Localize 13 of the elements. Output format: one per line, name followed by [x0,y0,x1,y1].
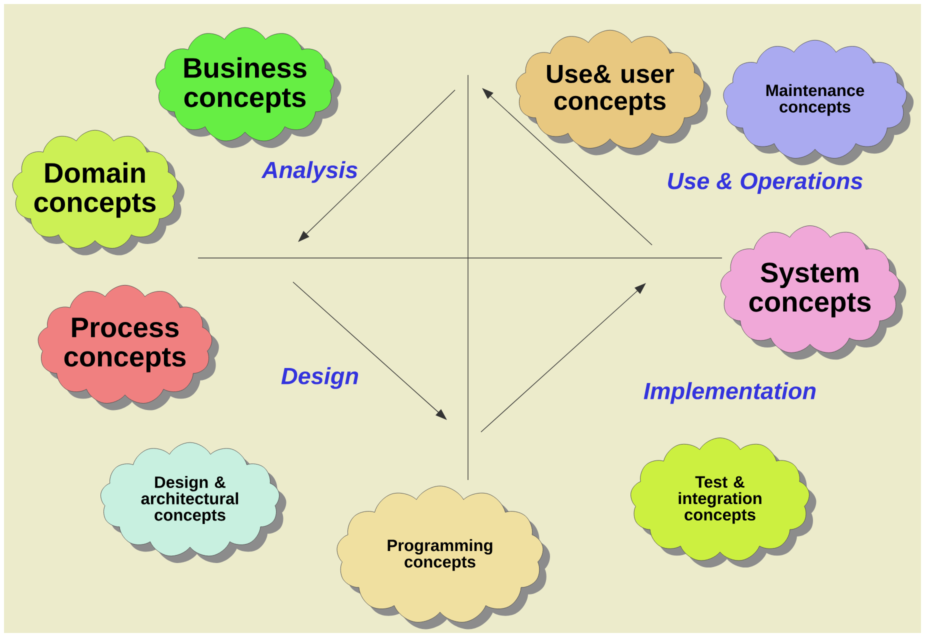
cloud: Use& user concepts [516,30,711,156]
cloud: Test & integration concepts [630,438,816,568]
cloud: Business concepts [156,27,342,148]
cloud: Domain concepts [12,130,184,256]
phase-label: Implementation [644,382,816,404]
phase-label: Design [281,367,358,389]
cloud: System concepts [720,225,906,360]
phase-label: Use & Operations [668,172,862,194]
cloud: Process concepts [38,284,219,410]
cloud: Programming concepts [336,486,550,630]
phase-label: Analysis [261,161,358,183]
cloud: Maintenance concepts [723,40,914,166]
cloud: Design & architectural concepts [100,442,286,563]
